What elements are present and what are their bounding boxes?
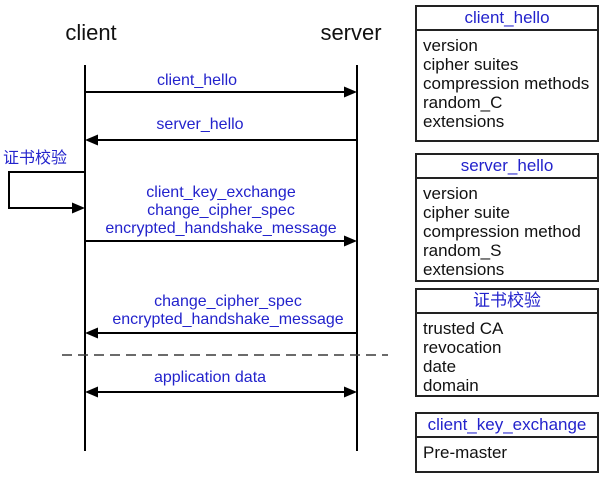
panel-item: Pre-master xyxy=(423,443,508,462)
panel-item: compression method xyxy=(423,222,581,241)
panel-item: extensions xyxy=(423,260,505,279)
panel-title: client_hello xyxy=(417,7,597,31)
panel-client-hello: client_hello version cipher suites compr… xyxy=(415,5,599,142)
arrowhead-right-icon xyxy=(344,86,357,98)
message-line: change_cipher_spec xyxy=(154,293,302,310)
panel-title: 证书校验 xyxy=(417,290,597,314)
panel-item: revocation xyxy=(423,338,502,357)
message-line: client_key_exchange xyxy=(146,184,296,201)
panel-item: compression methods xyxy=(423,74,590,93)
panel-body: trusted CA revocation date domain xyxy=(417,314,597,400)
arrowhead-left-icon xyxy=(85,386,98,398)
actor-client-label: client xyxy=(65,20,117,45)
panel-server-hello: server_hello version cipher suite compre… xyxy=(415,153,599,282)
message-label-client-hello: client_hello xyxy=(156,72,238,89)
panel-body: Pre-master xyxy=(417,438,597,467)
message-line: change_cipher_spec xyxy=(147,202,295,219)
arrowhead-right-icon xyxy=(344,235,357,247)
message-label-server-hello: server_hello xyxy=(156,116,244,133)
actor-server-label: server xyxy=(320,20,382,45)
panel-body: version cipher suites compression method… xyxy=(417,31,597,136)
panel-item: version xyxy=(423,184,478,203)
panel-item: random_S xyxy=(423,241,502,260)
message-label-change-cipher-block: change_cipher_spec encrypted_handshake_m… xyxy=(68,293,388,329)
cert-verify-loop xyxy=(8,171,85,209)
panel-item: trusted CA xyxy=(423,319,504,338)
panel-title: server_hello xyxy=(417,155,597,179)
message-label-application-data: application data xyxy=(153,369,267,386)
panel-item: cipher suites xyxy=(423,55,519,74)
panel-item: domain xyxy=(423,376,479,395)
arrowhead-loop-icon xyxy=(72,202,85,214)
panel-item: version xyxy=(423,36,478,55)
arrowhead-right-icon xyxy=(344,386,357,398)
message-line: encrypted_handshake_message xyxy=(112,311,344,328)
panel-cert-verify: 证书校验 trusted CA revocation date domain xyxy=(415,288,599,397)
message-label-client-key-exchange-block: client_key_exchange change_cipher_spec e… xyxy=(61,184,381,238)
panel-item: date xyxy=(423,357,457,376)
arrowhead-left-icon xyxy=(85,134,98,146)
panel-client-key-exchange: client_key_exchange Pre-master xyxy=(415,412,599,473)
panel-item: cipher suite xyxy=(423,203,510,222)
panel-body: version cipher suite compression method … xyxy=(417,179,597,284)
panel-item: extensions xyxy=(423,112,505,131)
arrowhead-left-icon xyxy=(85,327,98,339)
cert-verify-loop-label: 证书校验 xyxy=(3,150,68,167)
panel-item: random_C xyxy=(423,93,503,112)
message-line: encrypted_handshake_message xyxy=(105,220,337,237)
panel-title: client_key_exchange xyxy=(417,414,597,438)
